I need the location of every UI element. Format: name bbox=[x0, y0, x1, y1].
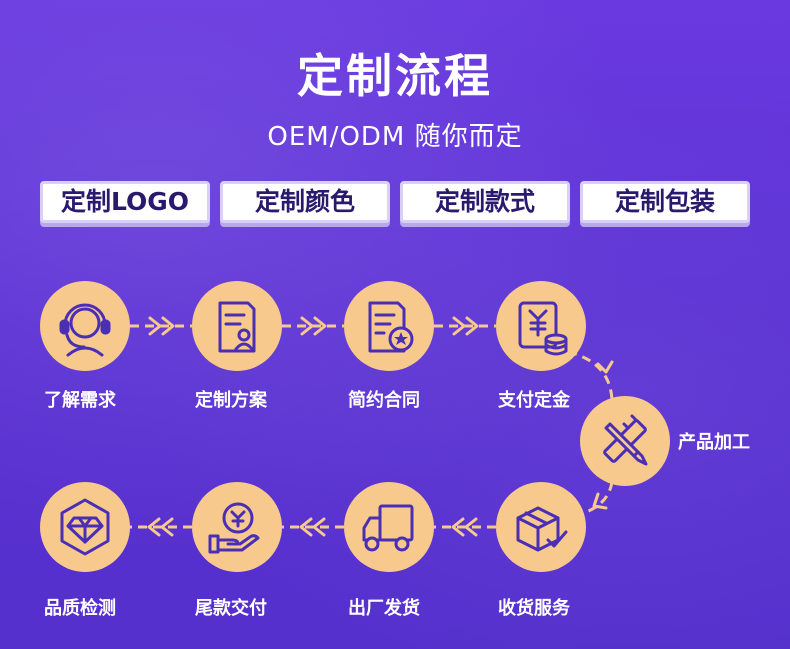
document-person-icon bbox=[218, 301, 256, 353]
step-pay-deposit bbox=[496, 281, 586, 371]
step-label-factory-shipping: 出厂发货 bbox=[348, 598, 420, 619]
step-production bbox=[580, 396, 670, 486]
step-label-pay-deposit: 支付定金 bbox=[498, 390, 570, 411]
step-label-receiving-service: 收货服务 bbox=[498, 598, 570, 619]
tag-custom-style: 定制款式 bbox=[400, 181, 570, 223]
custom-options: 定制LOGO 定制颜色 定制款式 定制包装 bbox=[40, 181, 750, 227]
tag-custom-packaging: 定制包装 bbox=[580, 181, 750, 223]
contract-seal-icon bbox=[368, 301, 414, 353]
step-label-understand-needs: 了解需求 bbox=[44, 390, 116, 411]
step-label-final-payment: 尾款交付 bbox=[195, 598, 267, 619]
step-label-custom-plan: 定制方案 bbox=[195, 390, 267, 411]
step-factory-shipping bbox=[344, 482, 434, 572]
page-title: 定制流程 bbox=[297, 49, 493, 103]
step-label-simple-contract: 简约合同 bbox=[348, 390, 420, 411]
package-check-icon bbox=[516, 506, 568, 552]
page-subtitle: OEM/ODM 随你而定 bbox=[267, 122, 523, 152]
step-final-payment bbox=[192, 482, 282, 572]
pencil-ruler-icon bbox=[603, 414, 648, 466]
step-label-quality-inspection: 品质检测 bbox=[44, 598, 116, 619]
step-custom-plan bbox=[192, 281, 282, 371]
customer-service-headset-icon bbox=[59, 303, 111, 357]
tag-custom-color: 定制颜色 bbox=[220, 181, 390, 223]
delivery-truck-icon bbox=[362, 504, 414, 552]
diamond-inspection-icon bbox=[60, 498, 110, 556]
tag-custom-logo: 定制LOGO bbox=[40, 181, 210, 223]
step-quality-inspection bbox=[40, 482, 130, 572]
hand-yen-coin-icon bbox=[208, 502, 260, 554]
yen-coins-icon bbox=[518, 301, 568, 356]
step-label-production: 产品加工 bbox=[678, 432, 750, 453]
step-understand-needs bbox=[40, 281, 130, 371]
step-simple-contract bbox=[344, 281, 434, 371]
step-receiving-service bbox=[496, 482, 586, 572]
